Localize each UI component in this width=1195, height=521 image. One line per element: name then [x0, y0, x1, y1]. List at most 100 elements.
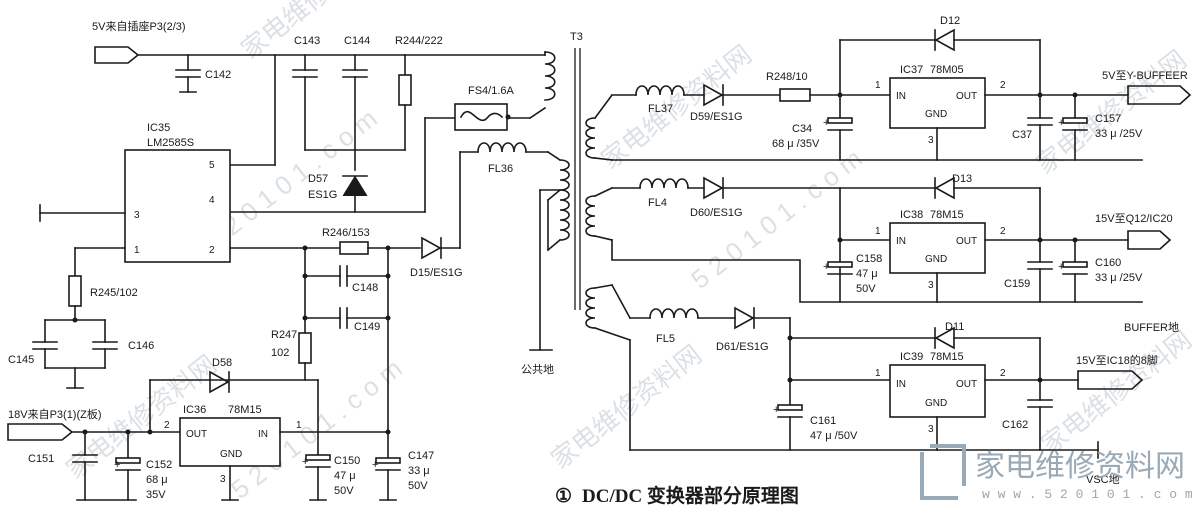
inductor-fl37: FL37 — [635, 85, 685, 115]
ic37-78m05: IC37 78M05 IN OUT GND 1 2 3 — [875, 64, 1006, 161]
site-logo: 家电维修资料网 w w w . 5 2 0 1 0 1 . c o m — [920, 444, 1193, 502]
capacitor-c159: C159 — [1004, 239, 1053, 303]
d57-part: ES1G — [308, 189, 337, 201]
c161-label: C161 — [810, 415, 836, 427]
capacitor-c152: + C152 68 μ 35V — [114, 431, 172, 501]
inductor-fl5: FL5 — [649, 308, 699, 345]
capacitor-c144: C144 — [342, 35, 370, 171]
c147-cap: 33 μ — [408, 465, 430, 477]
ic37-in: IN — [896, 91, 906, 102]
c160-value: 33 μ /25V — [1095, 272, 1143, 284]
watermark-text: 家电维修资料网 — [595, 39, 757, 175]
resistor-r248: R248/10 — [766, 71, 811, 102]
ic39-ref: IC39 — [900, 351, 923, 363]
c157-value: 33 μ /25V — [1095, 128, 1143, 140]
r248-label: R248/10 — [766, 71, 808, 83]
c143-label: C143 — [294, 35, 320, 47]
ic39-part: 78M15 — [930, 351, 964, 363]
capacitor-c157: + C157 33 μ /25V — [1058, 94, 1143, 161]
caption-title: DC/DC 变换器部分原理图 — [582, 484, 799, 507]
c147-volt: 50V — [408, 480, 428, 492]
vsc-ground-label: VSC地 — [1086, 473, 1120, 486]
input-5v-connector: 5V来自插座P3(2/3) — [92, 19, 406, 64]
r247-value: 102 — [271, 347, 289, 359]
ic39-pin1: 1 — [875, 368, 881, 379]
c150-cap: 47 μ — [334, 470, 356, 482]
ic36-out: OUT — [186, 429, 207, 440]
ic39-gnd: GND — [925, 398, 947, 409]
c37-label: C37 — [1012, 129, 1032, 141]
ic39-78m15: IC39 78M15 IN OUT GND 1 2 3 — [875, 351, 1006, 451]
c160-label: C160 — [1095, 257, 1121, 269]
capacitor-c148: C148 — [304, 265, 389, 294]
watermark-text: 家电维修资料网 — [1035, 324, 1195, 460]
common-ground-label: 公共地 — [521, 363, 554, 376]
ic35-pin4: 4 — [209, 195, 215, 206]
d57-label: D57 — [308, 173, 328, 185]
logo-text: 家电维修资料网 — [975, 449, 1185, 484]
ic36-78m15: IC36 78M15 OUT IN GND 2 1 3 — [164, 404, 302, 501]
c152-volt: 35V — [146, 489, 166, 501]
output-15v-q12-label: 15V至Q12/IC20 — [1095, 213, 1173, 225]
output-5v-label: 5V至Y-BUFFEER — [1102, 70, 1188, 82]
c149-label: C149 — [354, 321, 380, 333]
c152-label: C152 — [146, 459, 172, 471]
c144-label: C144 — [344, 35, 370, 47]
c142-label: C142 — [205, 69, 231, 81]
r244-label: R244/222 — [395, 35, 443, 47]
watermark-text: 家电维修资料网 — [545, 339, 707, 475]
diode-d57: D57 ES1G — [308, 173, 368, 213]
c34-value: 68 μ /35V — [772, 138, 820, 150]
ic37-gnd: GND — [925, 109, 947, 120]
svg-text:+: + — [823, 261, 829, 273]
ic37-out: OUT — [956, 91, 977, 102]
capacitor-c161: + C161 47 μ /50V — [773, 379, 858, 451]
svg-text:+: + — [773, 404, 779, 416]
svg-text:+: + — [114, 459, 120, 471]
capacitor-c143: C143 — [292, 35, 320, 151]
t3-label: T3 — [570, 31, 583, 43]
ic39-pin2: 2 — [1000, 368, 1006, 379]
ic39-in: IN — [896, 379, 906, 390]
fl5-label: FL5 — [656, 333, 675, 345]
capacitor-c146: C146 — [92, 319, 154, 369]
diode-d15: D15/ES1G — [410, 236, 463, 279]
ic38-ref: IC38 — [900, 209, 923, 221]
ic38-gnd: GND — [925, 254, 947, 265]
fs4-label: FS4/1.6A — [468, 85, 515, 97]
capacitor-c150: + C150 47 μ 50V — [302, 454, 360, 501]
fuse-fs4: FS4/1.6A — [454, 85, 547, 131]
input-18v-connector: 18V来自P3(1)(Z板) — [7, 407, 102, 441]
capacitor-c147: + C147 33 μ 50V — [372, 431, 434, 501]
input-5v-label: 5V来自插座P3(2/3) — [92, 19, 186, 33]
c151-label: C151 — [28, 453, 54, 465]
ic39-pin3: 3 — [928, 424, 934, 435]
ic38-pin2: 2 — [1000, 226, 1006, 237]
ic35-part: LM2585S — [147, 137, 194, 149]
ic35-pin5: 5 — [209, 160, 215, 171]
output-15v-ic18-connector: 15V至IC18的8脚 — [1076, 353, 1158, 390]
r247-label: R247 — [271, 329, 297, 341]
output-15v-q12-connector: 15V至Q12/IC20 — [1095, 213, 1173, 250]
ic38-out: OUT — [956, 236, 977, 247]
output-15v-ic18-label: 15V至IC18的8脚 — [1076, 353, 1158, 367]
ic36-ref: IC36 — [183, 404, 206, 416]
caption-number: ① — [555, 486, 572, 507]
r245-label: R245/102 — [90, 287, 138, 299]
svg-text:+: + — [1058, 117, 1064, 129]
d13-label: D13 — [952, 173, 972, 185]
c158-label: C158 — [856, 253, 882, 265]
ic37-pin2: 2 — [1000, 80, 1006, 91]
d58-label: D58 — [212, 357, 232, 369]
ic39-out: OUT — [956, 379, 977, 390]
ic35-pin1: 1 — [134, 245, 140, 256]
resistor-r245: R245/102 — [68, 275, 138, 321]
capacitor-c142: C142 — [175, 54, 231, 93]
d12-label: D12 — [940, 15, 960, 27]
capacitor-c158: + C158 47 μ 50V — [823, 253, 882, 295]
c147-label: C147 — [408, 450, 434, 462]
c162-label: C162 — [1002, 419, 1028, 431]
diode-d11: D11 — [934, 321, 964, 350]
diode-d13: D13 — [934, 173, 972, 200]
